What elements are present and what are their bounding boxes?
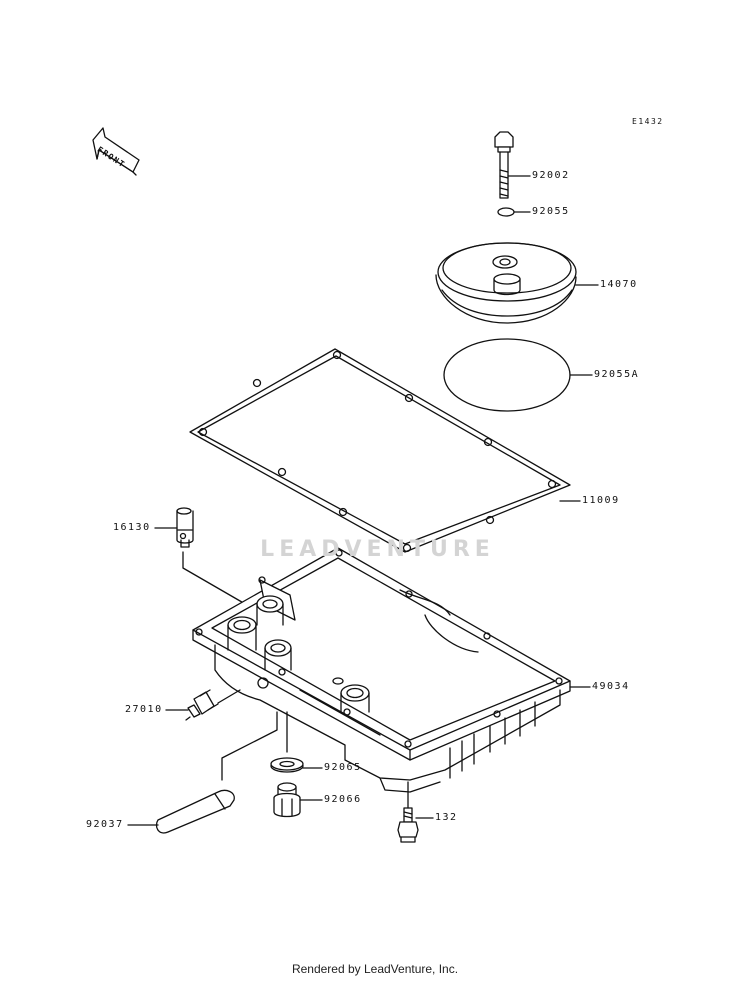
leader-16130-to-pan [182,551,248,606]
part-label-92065[interactable]: 92065 [324,762,362,773]
footer-credit: Rendered by LeadVenture, Inc. [291,962,459,976]
bolt-132 [397,807,419,843]
part-label-92002[interactable]: 92002 [532,170,570,181]
bolt-92002 [494,131,514,199]
part-label-92037[interactable]: 92037 [86,819,124,830]
part-label-14070[interactable]: 14070 [600,279,638,290]
watermark-text: LEADVENTURE [260,537,495,562]
o-ring-92055A [443,338,571,412]
leader-27010-to-pan [217,689,241,704]
fitting-16130 [176,507,194,548]
diagram-code: E1432 [632,117,664,126]
cover-14070 [435,242,577,324]
part-label-16130[interactable]: 16130 [113,522,151,533]
drain-plug-92066 [273,782,301,818]
switch-27010 [185,689,219,721]
o-ring-92055 [497,207,515,217]
washer-92065 [270,757,304,773]
part-label-27010[interactable]: 27010 [125,704,163,715]
gasket-11009 [189,348,571,553]
part-label-92055A[interactable]: 92055A [594,369,640,380]
front-arrow-icon [92,127,140,176]
strainer-92037 [155,789,235,834]
oil-pan-49034 [192,547,571,793]
leader-pan-to-strainer [221,711,278,781]
part-label-92055[interactable]: 92055 [532,206,570,217]
part-label-49034[interactable]: 49034 [592,681,630,692]
part-label-92066[interactable]: 92066 [324,794,362,805]
part-label-132[interactable]: 132 [435,812,458,823]
part-label-11009[interactable]: 11009 [582,495,620,506]
